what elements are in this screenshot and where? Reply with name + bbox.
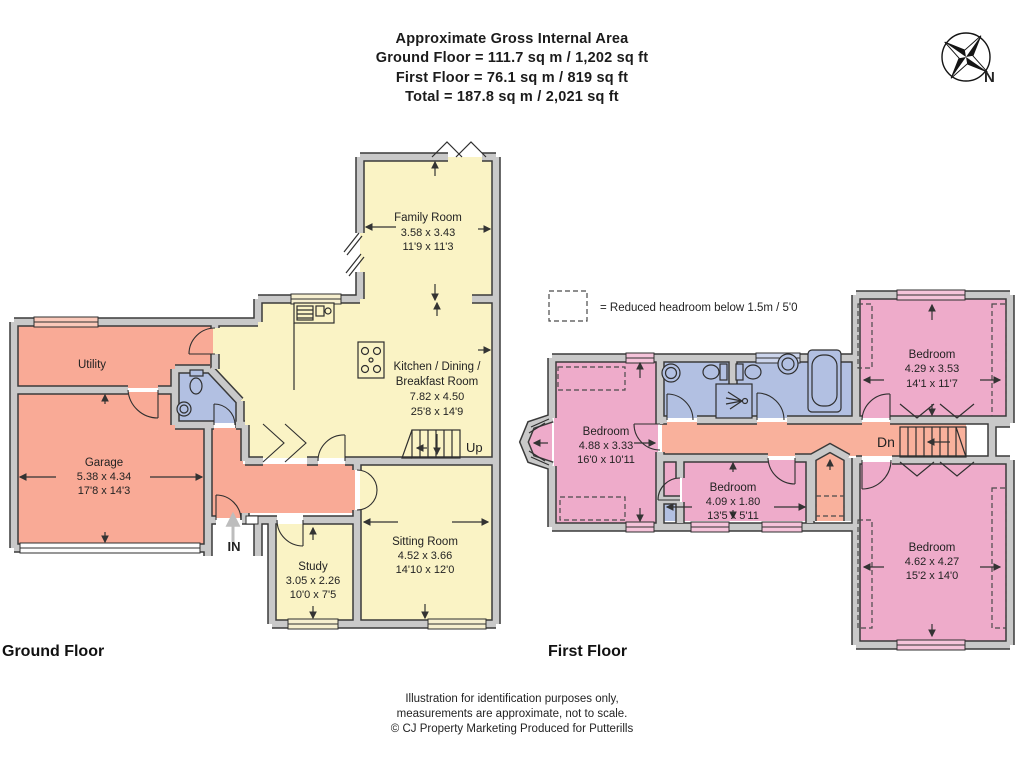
compass-north-label: N	[984, 69, 995, 86]
header-line-1: Approximate Gross Internal Area	[396, 31, 630, 47]
stairs-up-label: Up	[466, 440, 483, 455]
kitchen-label-1: Kitchen / Dining /	[394, 361, 482, 373]
header-line-4: Total = 187.8 sq m / 2,021 sq ft	[405, 89, 619, 105]
garage-dim-imperial: 17'8 x 14'3	[78, 485, 131, 497]
ground-floor-title: Ground Floor	[2, 643, 104, 660]
legend-swatch	[548, 290, 588, 322]
room-sitting	[360, 463, 494, 624]
footer-disclaimer: Illustration for identification purposes…	[391, 693, 634, 735]
header-line-2: Ground Floor = 111.7 sq m / 1,202 sq ft	[376, 50, 649, 66]
room-bedroom-ne	[858, 297, 1008, 418]
stairs-up-icon	[401, 429, 461, 459]
first-doors	[633, 392, 892, 501]
hob-icon	[357, 341, 385, 379]
bathtub-icon	[807, 349, 842, 413]
room-family	[360, 157, 494, 299]
bedroom-west-dim-metric: 4.88 x 3.33	[579, 440, 633, 452]
bedroom-se-dim-metric: 4.62 x 4.27	[905, 556, 959, 568]
ground-doors	[127, 327, 378, 547]
first-windows	[625, 289, 966, 651]
footer-line-2: measurements are approximate, not to sca…	[397, 708, 628, 720]
kitchen-label-2: Breakfast Room	[396, 376, 478, 388]
family-dim-imperial: 11'9 x 11'3	[403, 241, 454, 253]
sitting-dim-metric: 4.52 x 3.66	[398, 550, 452, 562]
study-dim-imperial: 10'0 x 7'5	[290, 589, 336, 601]
entrance-in-label: IN	[228, 539, 241, 554]
stairwell-bump	[812, 449, 848, 521]
study-dim-metric: 3.05 x 2.26	[286, 575, 340, 587]
bedroom-west-dim-imperial: 16'0 x 10'11	[577, 454, 635, 466]
ground-windows	[19, 293, 487, 630]
garage-label: Garage	[85, 457, 123, 469]
reduced-headroom-zones	[557, 303, 1007, 629]
bedroom-mid-label: Bedroom	[710, 482, 757, 494]
ground-dimension-arrows	[18, 160, 492, 620]
room-hall	[212, 428, 355, 518]
kitchen-dim-imperial: 25'8 x 14'9	[411, 406, 464, 418]
first-floor-title: First Floor	[548, 643, 627, 660]
family-dim-metric: 3.58 x 3.43	[401, 227, 455, 239]
bathroom-fixtures	[661, 349, 842, 419]
bedroom-se-dim-imperial: 15'2 x 14'0	[906, 570, 959, 582]
header-area-summary: Approximate Gross Internal Area Ground F…	[376, 31, 649, 105]
garage-dim-metric: 5.38 x 4.34	[77, 471, 131, 483]
first-floor-plan: Bedroom 4.88 x 3.33 16'0 x 10'11 Bedroom…	[518, 289, 1015, 660]
bedroom-mid-dim-metric: 4.09 x 1.80	[706, 496, 760, 508]
bedroom-ne-label: Bedroom	[909, 349, 956, 361]
footer-line-3: © CJ Property Marketing Produced for Put…	[391, 723, 634, 735]
room-bedroom-se	[858, 462, 1008, 643]
footer-line-1: Illustration for identification purposes…	[405, 693, 618, 705]
bedroom-ne-dim-imperial: 14'1 x 11'7	[906, 378, 958, 390]
first-dimension-arrows	[532, 303, 1002, 638]
compass-icon: N	[941, 32, 995, 86]
bedroom-west-label: Bedroom	[583, 426, 630, 438]
header-line-3: First Floor = 76.1 sq m / 819 sq ft	[396, 70, 628, 86]
sitting-room-label: Sitting Room	[392, 536, 458, 548]
sitting-dim-imperial: 14'10 x 12'0	[396, 564, 455, 576]
stairs-down-label: Dn	[877, 434, 895, 450]
kitchen-dim-metric: 7.82 x 4.50	[410, 391, 464, 403]
study-label: Study	[298, 561, 328, 573]
room-kitchen	[212, 299, 494, 458]
bay-window-hatch	[528, 418, 550, 466]
bedroom-se-label: Bedroom	[909, 542, 956, 554]
room-bedroom-mid	[682, 460, 808, 521]
cloakroom-toilet-icon	[176, 369, 204, 417]
legend-text: = Reduced headroom below 1.5m / 5'0	[600, 302, 798, 314]
kitchen-sink-icon	[293, 302, 335, 390]
bedroom-ne-dim-metric: 4.29 x 3.53	[905, 363, 959, 375]
family-room-label: Family Room	[394, 212, 462, 224]
shower-icon	[715, 383, 753, 419]
wardrobe-chevrons	[899, 403, 975, 477]
stairs-down-icon	[899, 426, 967, 458]
ground-floor-plan: Utility Garage 5.38 x 4.34 17'8 x 14'3 F…	[2, 141, 501, 660]
ground-window-chevrons	[343, 141, 487, 277]
room-landing	[662, 422, 966, 456]
legend: = Reduced headroom below 1.5m / 5'0	[548, 290, 798, 322]
bedroom-mid-dim-imperial: 13'5 x 5'11	[707, 510, 759, 522]
utility-label: Utility	[78, 359, 106, 371]
room-study	[274, 524, 355, 624]
